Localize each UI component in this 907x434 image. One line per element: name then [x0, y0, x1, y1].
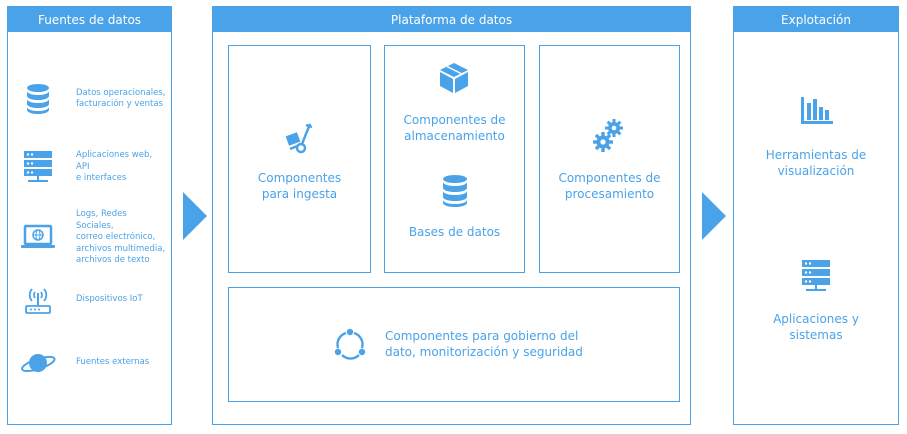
source-label: Datos operacionales, facturación y venta… — [76, 87, 166, 110]
arrow-right-icon — [183, 192, 207, 240]
source-item-iot: Dispositivos IoT — [20, 284, 167, 316]
visualization-label: Herramientas de visualización — [765, 148, 867, 178]
exploitation-header: Explotación — [734, 7, 898, 32]
hand-truck-icon — [284, 122, 316, 154]
cube-icon — [439, 62, 469, 94]
platform-panel: Plataforma de datos Componentes para ing… — [212, 6, 691, 425]
sources-panel: Fuentes de datos Datos operacionales, fa… — [7, 6, 172, 425]
source-label: Aplicaciones web, API e interfaces — [76, 150, 153, 183]
processing-label: Componentes de procesamiento — [558, 171, 661, 201]
storage-label: Componentes de almacenamiento — [403, 113, 506, 143]
source-item-external: Fuentes externas — [20, 347, 167, 379]
database-icon — [20, 83, 56, 115]
source-item-operational: Datos operacionales, facturación y venta… — [20, 83, 167, 115]
planet-icon — [20, 347, 56, 379]
database-icon — [442, 174, 468, 208]
source-label: Fuentes externas — [76, 357, 150, 368]
source-item-web-apps: Aplicaciones web, API e interfaces — [20, 150, 167, 185]
sources-header: Fuentes de datos — [8, 7, 171, 32]
applications-label: Aplicaciones y sistemas — [773, 312, 859, 342]
cycle-arrows-icon — [333, 328, 367, 362]
server-icon — [802, 260, 830, 292]
governance-label: Componentes para gobierno del dato, moni… — [385, 329, 583, 359]
platform-header: Plataforma de datos — [213, 7, 690, 32]
bar-chart-icon — [801, 97, 833, 125]
laptop-globe-icon — [20, 222, 56, 254]
governance-box: Componentes para gobierno del dato, moni… — [228, 287, 680, 402]
server-icon — [20, 151, 56, 183]
router-wifi-icon — [20, 284, 56, 316]
storage-box: Componentes de almacenamiento Bases de d… — [384, 45, 525, 273]
arrow-right-icon — [702, 192, 726, 240]
source-label: Logs, Redes Sociales, correo electrónico… — [76, 209, 166, 265]
ingest-label: Componentes para ingesta — [257, 171, 342, 201]
gears-icon — [593, 118, 625, 152]
source-item-logs: Logs, Redes Sociales, correo electrónico… — [20, 209, 167, 267]
ingest-box: Componentes para ingesta — [228, 45, 371, 273]
exploitation-panel: Explotación Herramientas de visualizació… — [733, 6, 899, 425]
processing-box: Componentes de procesamiento — [539, 45, 680, 273]
databases-label: Bases de datos — [408, 225, 501, 239]
source-label: Dispositivos IoT — [76, 294, 143, 305]
